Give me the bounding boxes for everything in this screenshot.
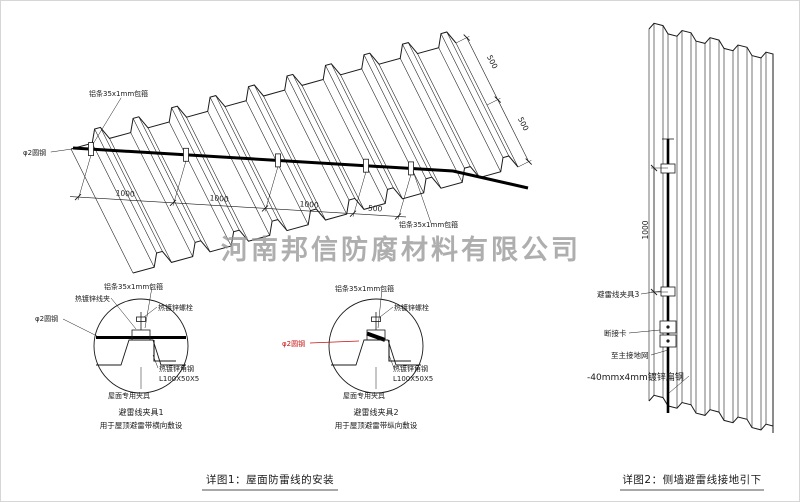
wall-corrugated-panel xyxy=(648,22,774,433)
label-alu-strip: 铝条35x1mm包箍 xyxy=(335,284,394,293)
label-disconnect-card: 断接卡 xyxy=(604,328,627,338)
label-clamp3: 避雷线夹具3 xyxy=(597,289,639,299)
label-alu-strip-bottom: 铝条35x1mm包箍 xyxy=(399,220,458,229)
captions: 详图1：屋面防雷线的安装 详图2：侧墙避雷线接地引下 xyxy=(202,473,764,491)
detail-circle-1: 热镀锌线夹 铝条35x1mm包箍 热镀锌螺栓 φ2圆钢 热镀锌角钢 L100X5… xyxy=(35,282,199,430)
detail-circle-outline xyxy=(328,298,424,394)
label-angle-steel: 热镀锌角钢 xyxy=(393,364,428,373)
label-angle-spec: L100X50X5 xyxy=(393,375,433,383)
label-bolt: 热镀锌螺栓 xyxy=(158,303,193,312)
leader-line xyxy=(62,318,98,337)
label-angle-steel: 热镀锌角钢 xyxy=(159,364,194,373)
angle-steel xyxy=(388,340,411,362)
leader-line xyxy=(92,97,122,145)
detail2-title: 避雷线夹具2 xyxy=(353,407,398,417)
label-round-steel-main: φ2圆钢 xyxy=(23,148,46,157)
label-bolt: 热镀锌螺栓 xyxy=(394,303,429,312)
dim-tick xyxy=(650,164,658,172)
roof-corrugated-sheet xyxy=(70,31,519,274)
wall-down-conductor: 1000 避雷线夹具3 断接卡 至主接地网 -40mmx4mm镀锌扁钢 xyxy=(587,138,690,413)
company-watermark: 河南邦信防腐材料有限公司 xyxy=(221,235,581,266)
roof-dimension-labels: 1000 1000 1000 500 500 500 xyxy=(115,53,530,213)
roof-annotation-labels: 铝条35x1mm包箍 φ2圆钢 铝条35x1mm包箍 xyxy=(23,89,458,229)
angle-steel xyxy=(153,340,176,362)
dim-500-right-bottom: 500 xyxy=(516,115,531,132)
roof-lightning-wire xyxy=(72,142,529,190)
leader-line xyxy=(379,306,394,318)
leader-line xyxy=(144,286,153,329)
wall-dim-1000: 1000 xyxy=(641,220,650,239)
caption-detail1: 详图1：屋面防雷线的安装 xyxy=(206,473,334,486)
dim-1000-2: 1000 xyxy=(209,193,229,203)
leader-line xyxy=(388,354,395,369)
label-roof-clamp: 屋面专用夹具 xyxy=(108,391,150,400)
leader-line xyxy=(152,354,159,369)
dim-1000-1: 1000 xyxy=(115,188,135,198)
bolt-nut xyxy=(371,316,381,322)
wall-clamp-lower xyxy=(660,286,676,297)
leader-line xyxy=(668,375,690,394)
bolt-dot xyxy=(666,339,670,343)
leader-line xyxy=(50,148,73,153)
roof-dimension-lines xyxy=(69,34,533,220)
label-wire-clip: 热镀锌线夹 xyxy=(75,294,110,303)
detail-circle-2: 铝条35x1mm包箍 热镀锌螺栓 φ2圆钢 热镀锌角钢 L100X50X5 屋面… xyxy=(282,284,433,430)
leader-line xyxy=(377,288,383,329)
leader-line xyxy=(143,306,158,318)
dim-1000-3: 1000 xyxy=(299,199,319,209)
label-to-ground-grid: 至主接地网 xyxy=(611,350,649,360)
leader-line xyxy=(628,329,661,334)
leader-line xyxy=(412,170,432,224)
label-flat-steel: -40mmx4mm镀锌扁钢 xyxy=(587,371,684,383)
label-alu-strip: 铝条35x1mm包箍 xyxy=(104,282,163,291)
leader-line xyxy=(640,290,662,295)
detail1-subtitle: 用于屋顶避雷带横向敷设 xyxy=(100,420,183,430)
leader-line-red xyxy=(309,340,360,344)
wall-clamp-upper xyxy=(660,163,676,174)
lightning-wire-stub xyxy=(366,331,386,342)
bolt-dot xyxy=(666,325,670,329)
leader-line xyxy=(110,297,137,330)
leader-line xyxy=(650,349,669,356)
label-round-steel-red: φ2圆钢 xyxy=(282,339,305,348)
label-alu-strip-top: 铝条35x1mm包箍 xyxy=(89,89,148,98)
detail-circle-outline xyxy=(93,298,189,394)
label-angle-spec: L100X50X5 xyxy=(159,375,199,383)
detail1-title: 避雷线夹具1 xyxy=(118,407,163,417)
label-roof-clamp: 屋面专用夹具 xyxy=(343,391,385,400)
label-round-steel: φ2圆钢 xyxy=(35,314,58,323)
dim-500-bottom: 500 xyxy=(368,204,383,214)
caption-detail2: 详图2：侧墙避雷线接地引下 xyxy=(622,473,761,486)
detail2-subtitle: 用于屋顶避雷带纵向敷设 xyxy=(335,420,418,430)
bolt-nut xyxy=(136,316,146,322)
dim-500-right-top: 500 xyxy=(485,53,500,70)
